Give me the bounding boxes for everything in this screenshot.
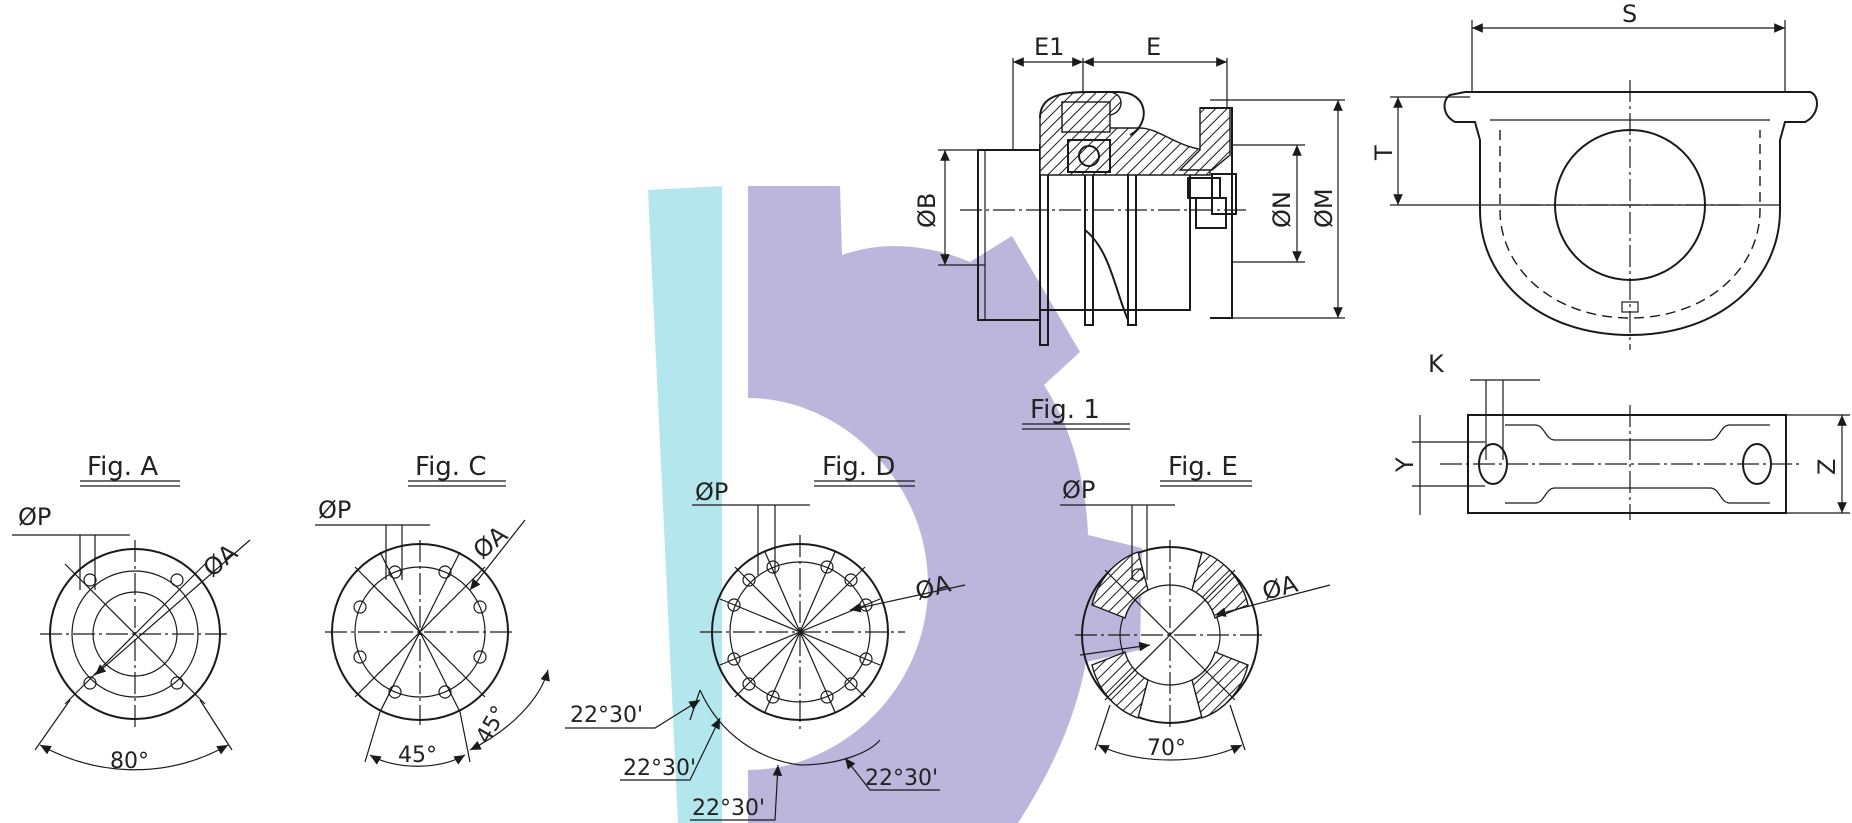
fig-d-angle3-label: 22°30' [692, 796, 765, 821]
dim-t-label: T [1370, 145, 1398, 161]
fig-a-p-label: ØP [18, 503, 51, 531]
fig-a-angle-label: 80° [110, 749, 149, 774]
fig-c-angle2-label: 45° [472, 702, 513, 748]
fig-c-p-label: ØP [318, 496, 351, 524]
fig-d-angle4-label: 22°30' [865, 766, 938, 791]
fig-1-section: E1 E ØB ØN ØM [913, 33, 1345, 430]
dim-e1-label: E1 [1034, 33, 1064, 61]
fig-e-a-label: ØA [1259, 569, 1301, 605]
fig-d: Fig. D ØP ØA 22°30' 22°30' 22°30' 22°30' [565, 452, 966, 821]
fig-d-angle2-label: 22°30' [623, 756, 696, 781]
fig-d-angle1-label: 22°30' [570, 703, 643, 728]
watermark-cyan-bar [648, 186, 722, 823]
fig-e: Fig. E ØP ØA 70° [1060, 452, 1331, 761]
fig-c-angle1-label: 45° [398, 743, 437, 768]
dim-y-label: Y [1391, 457, 1419, 473]
fig-a-a-label: ØA [198, 538, 243, 583]
fig-d-p-label: ØP [695, 478, 728, 506]
dim-m-label: ØM [1310, 188, 1338, 228]
top-view-bracket: K Y Z [1391, 350, 1850, 520]
fig-c-caption: Fig. C [415, 452, 486, 482]
fig-d-caption: Fig. D [822, 452, 895, 482]
side-view-bracket: S T [1370, 0, 1818, 350]
fig-e-angle-label: 70° [1147, 736, 1186, 761]
fig-c-a-label: ØA [468, 520, 513, 565]
dim-s-label: S [1622, 0, 1637, 28]
fig-c: Fig. C ØP ØA 45° 45° [315, 452, 550, 768]
dim-z-label: Z [1813, 459, 1841, 475]
dim-k-label: K [1428, 350, 1445, 378]
fig-a-caption: Fig. A [87, 452, 158, 482]
fig-e-p-label: ØP [1062, 476, 1095, 504]
fig-a: Fig. A ØP ØA 80° [12, 452, 251, 774]
dim-e-label: E [1146, 33, 1161, 61]
fig-e-caption: Fig. E [1168, 452, 1238, 482]
fig-1-caption: Fig. 1 [1030, 395, 1100, 425]
dim-b-label: ØB [913, 193, 941, 228]
dim-n-label: ØN [1268, 191, 1296, 228]
